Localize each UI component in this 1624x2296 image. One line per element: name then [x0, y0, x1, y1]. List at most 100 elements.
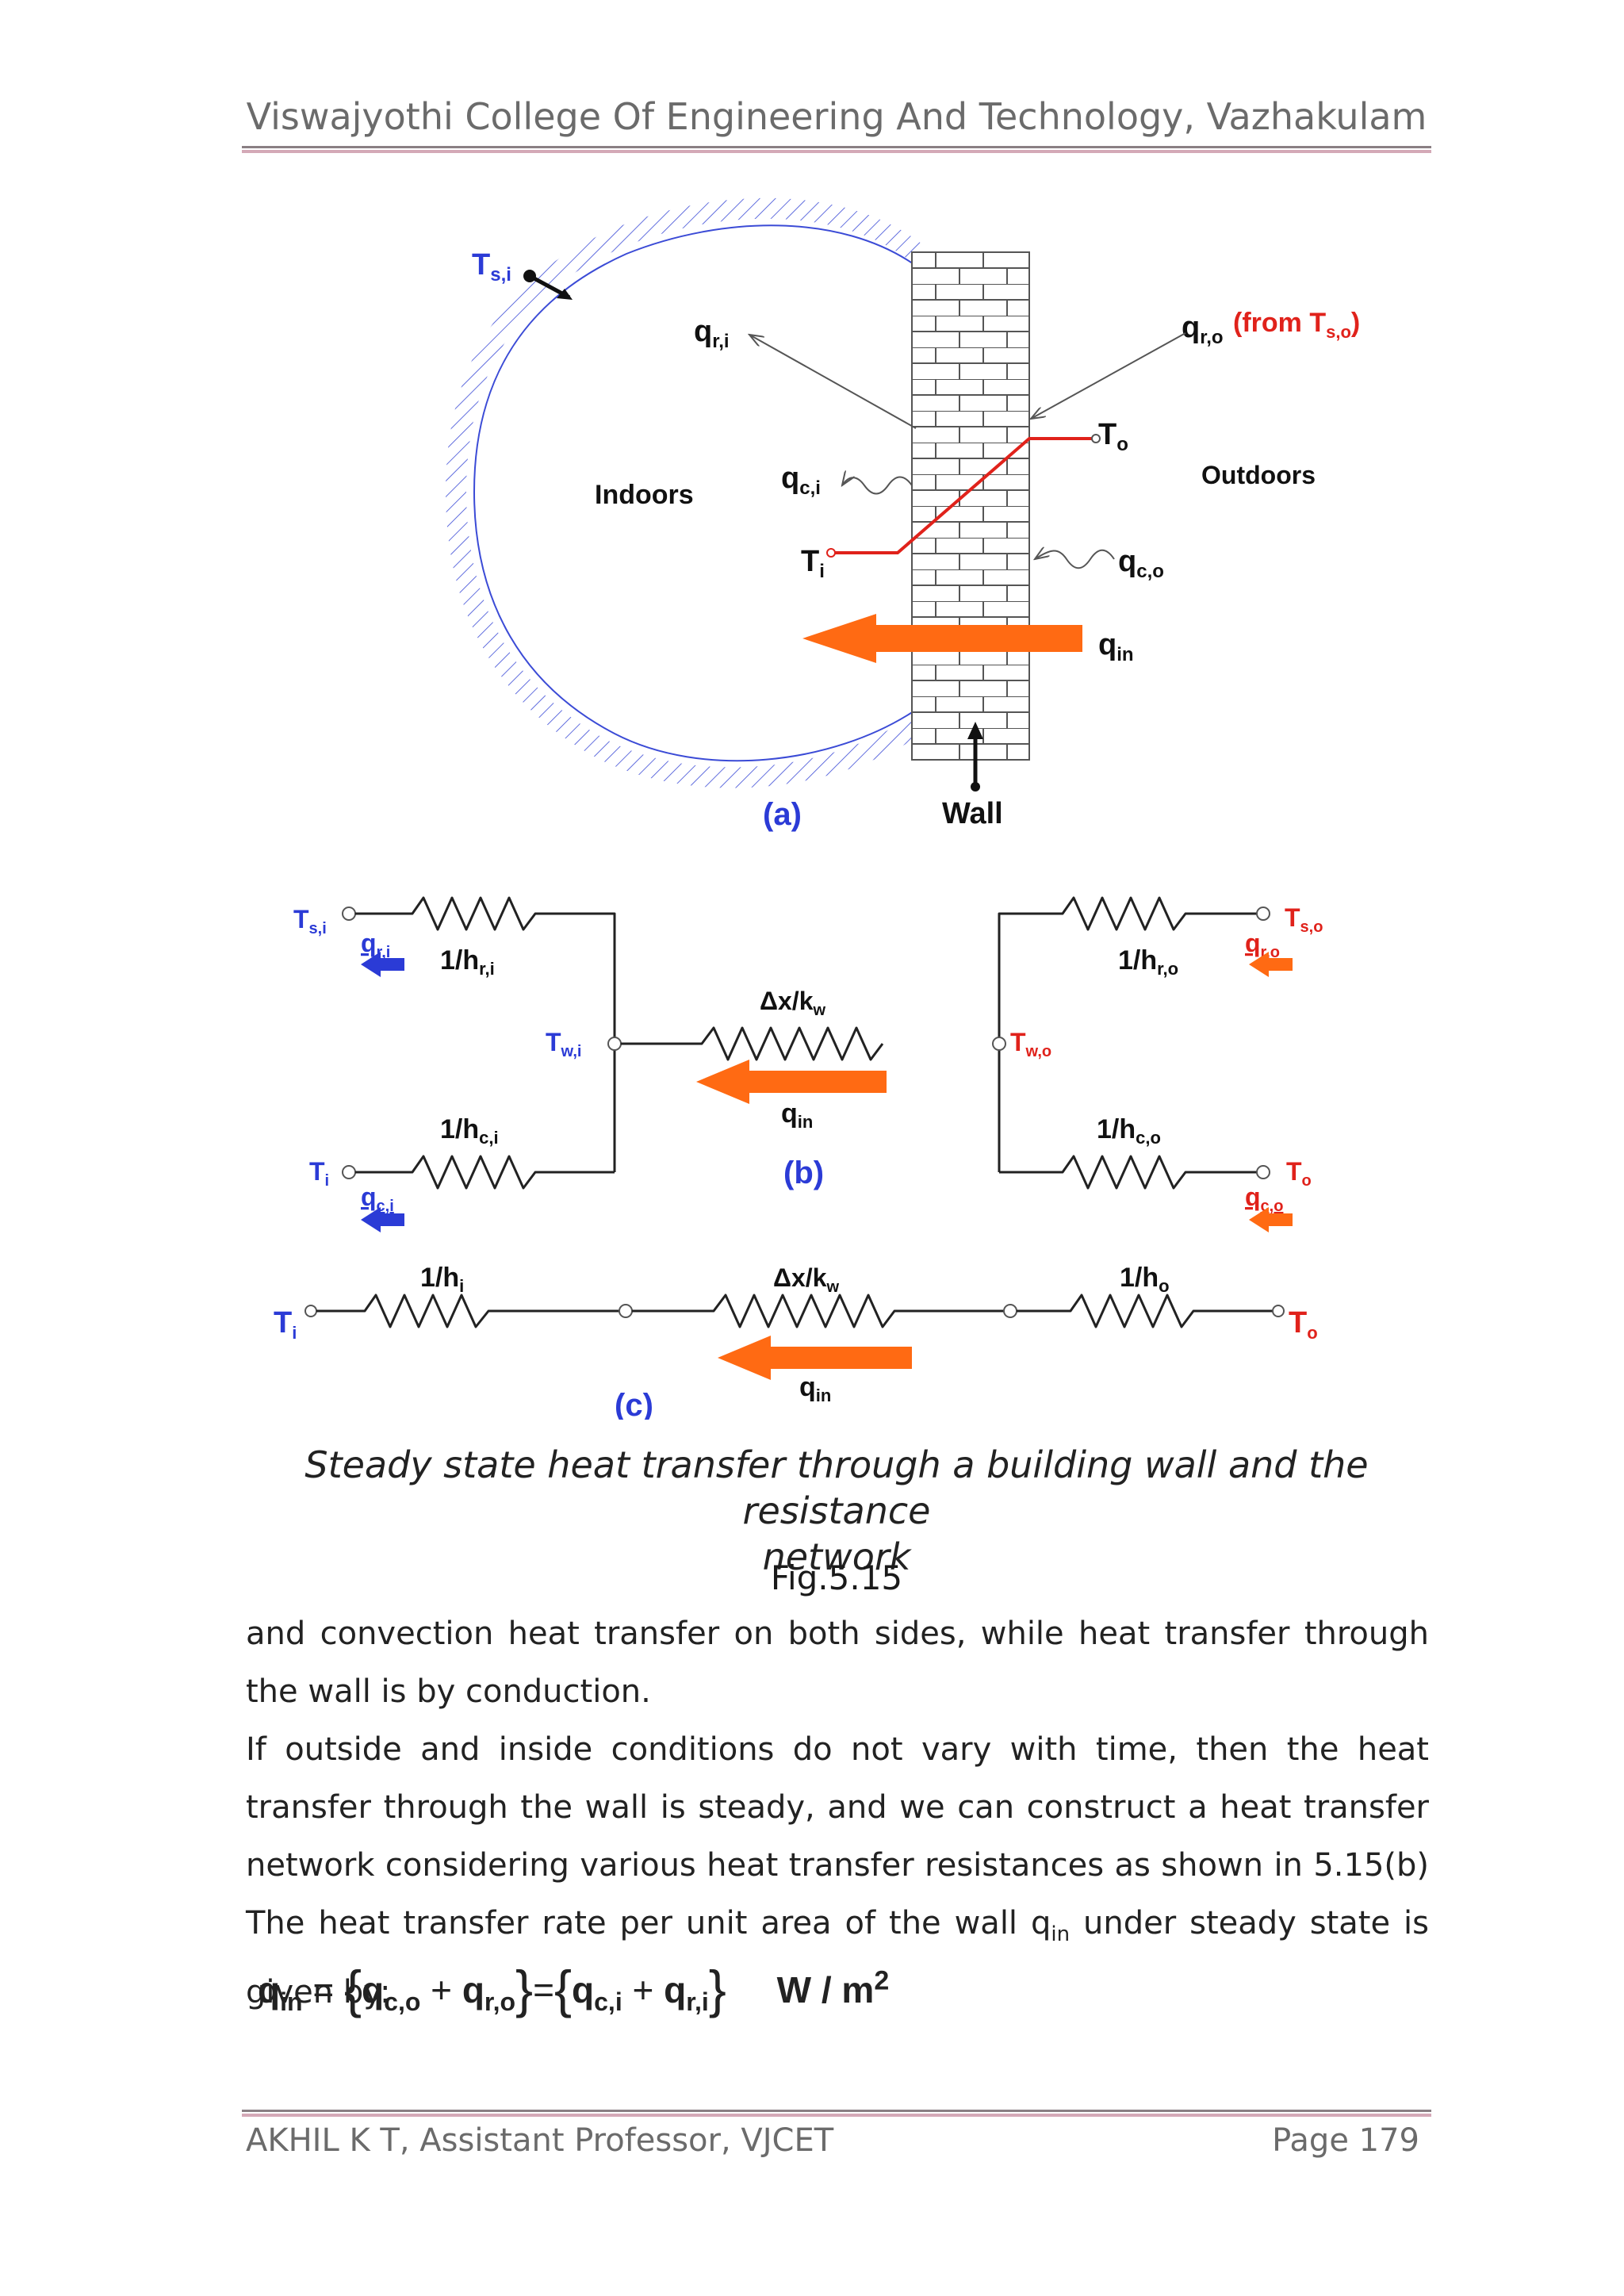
q-ci-wave — [842, 477, 913, 495]
resistor-wall-b — [621, 1026, 884, 1061]
q-ro-arrow — [1031, 332, 1186, 419]
header-rule — [242, 146, 1431, 153]
eq-lhs: q — [258, 1969, 281, 2010]
q-in-arrow-a — [802, 614, 1082, 663]
q-in-label-c: qin — [799, 1372, 831, 1405]
q-ri-arrow-b — [361, 952, 404, 977]
eq-term-4: q — [664, 1969, 687, 2010]
indoor-boundary-curve — [473, 224, 917, 762]
q-in-label-a: qin — [1098, 628, 1134, 665]
eq-units-sup: 2 — [874, 1965, 890, 1996]
ts-i-label: Ts,i — [472, 248, 511, 286]
r-ho-sub: o — [1159, 1276, 1169, 1296]
ti-label-a: Ti — [801, 545, 825, 582]
q-ro-label: qr,o — [1182, 311, 1224, 348]
r-hri-sub: r,i — [479, 959, 495, 979]
paragraph-2-sub: in — [1051, 1922, 1071, 1946]
paragraph-2-end: under steady state is given by: — [246, 1905, 1430, 2010]
eq-term-2: q — [462, 1969, 485, 2010]
q-ri-sub: r,i — [712, 331, 729, 352]
q-ri-label: qr,i — [694, 315, 730, 352]
q-ro-arrow-b — [1249, 952, 1293, 977]
q-in-sub-b: in — [798, 1112, 814, 1132]
q-co-sub: c,o — [1136, 561, 1164, 582]
eq-lhs-sub: in — [280, 1987, 303, 2017]
dx-kw-label-b: Δx/kw — [760, 987, 825, 1019]
kw-sub-b: w — [812, 1002, 825, 1019]
eq-term-2-sub: r,o — [484, 1987, 516, 2017]
to-sub-a: o — [1116, 434, 1128, 455]
to-label-c: To — [1289, 1306, 1318, 1343]
q-in-arrow-c — [718, 1336, 912, 1380]
r-hco-sub: c,o — [1136, 1128, 1161, 1148]
r-hci-label: 1/hc,i — [440, 1114, 499, 1148]
eq-equals-2: = — [533, 1969, 554, 2010]
caption-line-2: network — [762, 1535, 911, 1578]
tw-o-sub: w,o — [1025, 1043, 1052, 1060]
from-ts-o-label: (from Ts,o) — [1233, 308, 1360, 342]
q-ci-label: qc,i — [781, 462, 821, 499]
paragraph-2-main: If outside and inside conditions do not … — [246, 1731, 1429, 1941]
ts-o-sub: s,o — [1300, 918, 1323, 936]
temperature-profile — [831, 437, 1096, 554]
q-in-label-b: qin — [781, 1098, 813, 1132]
ti-label-c: Ti — [274, 1306, 297, 1343]
tw-i-label: Tw,i — [546, 1028, 581, 1060]
eq-term-4-sub: r,i — [686, 1987, 709, 2017]
r-hro-label: 1/hr,o — [1118, 945, 1178, 979]
q-ci-sub: c,i — [799, 477, 821, 499]
q-in-sub-a: in — [1116, 644, 1133, 665]
ts-i-sub-b: s,i — [309, 920, 327, 937]
ts-i-sub: s,i — [490, 264, 511, 286]
footer-rule — [242, 2110, 1431, 2117]
eq-equals-1: = — [302, 1969, 344, 2010]
series-outer — [1017, 1294, 1273, 1328]
ts-o-label: Ts,o — [1285, 903, 1323, 936]
q-ri-arrow — [749, 335, 917, 429]
ts-i-label-b: Ts,i — [293, 905, 327, 937]
eq-term-3-sub: c,i — [594, 1987, 622, 2017]
outdoors-label: Outdoors — [1201, 461, 1316, 489]
eq-term-1: q — [362, 1969, 385, 2010]
eq-term-3: q — [572, 1969, 595, 2010]
panel-c-label: (c) — [615, 1388, 653, 1420]
to-label-b: To — [1286, 1157, 1312, 1190]
q-co-label: qc,o — [1118, 545, 1164, 582]
page-number: Page 179 — [1272, 2122, 1419, 2159]
paragraph-1: and convection heat transfer on both sid… — [246, 1605, 1429, 1721]
dx-kw-text-b: Δx/k — [760, 987, 814, 1015]
equation-qin: qin = {qc,o + qr,o}={qc,i + qr,i} W / m2 — [258, 1960, 890, 2018]
r-hro-sub: r,o — [1157, 959, 1178, 979]
r-ho-label: 1/ho — [1120, 1263, 1170, 1296]
q-co-wave — [1035, 550, 1115, 569]
ti-sub-a: i — [819, 561, 825, 582]
kw-sub-c: w — [825, 1278, 839, 1296]
eq-units: W / m — [776, 1969, 875, 2010]
eq-term-1-sub: c,o — [384, 1987, 421, 2017]
q-ci-arrow-b — [361, 1207, 404, 1232]
indoor-boundary-hatch — [445, 197, 922, 788]
resistor-hri — [355, 896, 616, 1172]
q-in-sub-c: in — [816, 1386, 832, 1405]
panel-c: Ti To 1/hi Δx/kw 1/ho qin (c) — [274, 1263, 1318, 1420]
page-header: Viswajyothi College Of Engineering And T… — [246, 95, 1427, 138]
resistor-hco — [999, 1155, 1257, 1190]
r-hro-text: 1/h — [1118, 945, 1157, 976]
series-wall — [632, 1294, 1004, 1328]
tw-o-label: Tw,o — [1010, 1028, 1051, 1060]
eq-plus-1: + — [420, 1969, 462, 2010]
resistor-hro — [998, 896, 1257, 1172]
r-hci-text: 1/h — [440, 1114, 479, 1144]
dx-kw-text-c: Δx/k — [773, 1263, 827, 1292]
r-hi-label: 1/hi — [420, 1263, 464, 1296]
r-hi-text: 1/h — [420, 1263, 459, 1293]
to-label-a: To — [1098, 418, 1128, 455]
r-hci-sub: c,i — [479, 1128, 498, 1148]
r-hco-text: 1/h — [1097, 1114, 1136, 1144]
indoors-label: Indoors — [595, 480, 694, 510]
r-hi-sub: i — [459, 1276, 464, 1296]
paragraph-2: If outside and inside conditions do not … — [246, 1721, 1429, 2022]
r-ho-text: 1/h — [1120, 1263, 1159, 1293]
q-co-arrow-b — [1249, 1207, 1293, 1232]
eq-plus-2: + — [622, 1969, 665, 2010]
